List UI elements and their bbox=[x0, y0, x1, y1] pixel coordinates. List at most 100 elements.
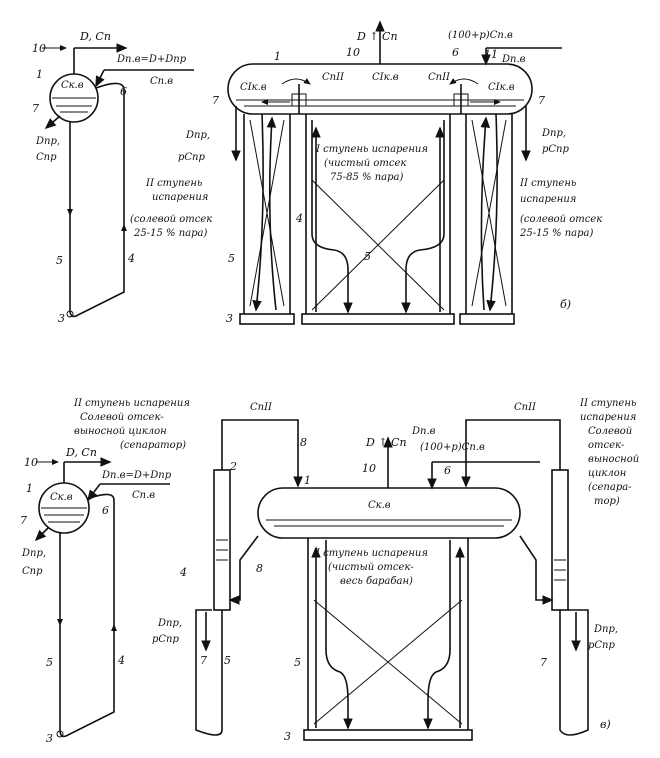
label-v-cpr: Cпр bbox=[22, 566, 43, 577]
label-b-stage1-2: (чистый отсек bbox=[324, 158, 406, 169]
label-b-7l: 7 bbox=[212, 94, 219, 107]
label-v-cp2-r: CпII bbox=[514, 402, 537, 413]
label-a-7: 7 bbox=[32, 102, 39, 115]
label-fig-v: в) bbox=[600, 718, 611, 731]
label-b-6: 6 bbox=[452, 46, 459, 59]
label-a-feed: Dп.в=D+Dпр bbox=[116, 54, 187, 65]
scheme-b: D ↑ Cп 10 (100+p)Cп.в 6 11 Dп.в 1 CIк.в … bbox=[130, 20, 602, 325]
scheme-v-main: Cк.в 1 D ↑ Cп 10 Dп.в (100+p)Cп.в 6 2 8 … bbox=[73, 398, 639, 743]
label-v-6: 6 bbox=[102, 504, 109, 517]
label-b-1: 1 bbox=[274, 50, 281, 63]
label-v-8l2: 8 bbox=[256, 562, 263, 575]
label-v-dpr: Dпр, bbox=[21, 548, 46, 559]
label-a-10: 10 bbox=[32, 42, 46, 55]
label-v-st2r-8: тор) bbox=[594, 496, 620, 507]
label-b-ckv-l: CIк.в bbox=[240, 82, 267, 93]
label-a-4: 4 bbox=[127, 252, 135, 265]
label-v-7: 7 bbox=[20, 514, 27, 527]
label-v-st2r-1: II ступень bbox=[579, 398, 636, 409]
label-b-st2l-4: 25-15 % пара) bbox=[133, 228, 207, 239]
label-v-d-cp: D, Cп bbox=[65, 446, 97, 459]
label-v-5l: 5 bbox=[224, 654, 231, 667]
label-v-2: 2 bbox=[229, 460, 237, 473]
label-b-dpr-r: Dпр, bbox=[541, 128, 566, 139]
label-b-st2r-3: (солевой отсек bbox=[520, 214, 602, 225]
label-v-1-main: 1 bbox=[304, 474, 311, 487]
label-v-pcpr-r: pCпр bbox=[588, 640, 615, 651]
label-b-5m: 5 bbox=[364, 250, 371, 263]
label-v-pcpr-l: pCпр bbox=[152, 634, 179, 645]
scheme-v-small: D, Cп 10 1 Dп.в=D+Dпр Cп.в 6 Cк.в 7 Dпр,… bbox=[20, 446, 172, 745]
label-v-dpr-r: Dпр, bbox=[593, 624, 618, 635]
label-a-1: 1 bbox=[36, 68, 43, 81]
label-v-ckv: Cк.в bbox=[50, 492, 73, 503]
label-v-7r: 7 bbox=[540, 656, 547, 669]
label-b-pcpr-r: pCпр bbox=[542, 144, 569, 155]
label-a-d-cp: D, Cп bbox=[79, 30, 111, 43]
label-v-4-main: 4 bbox=[179, 566, 187, 579]
label-b-4: 4 bbox=[295, 212, 303, 225]
label-b-st2l-1: II ступень bbox=[145, 178, 202, 189]
label-v-3: 3 bbox=[46, 732, 53, 745]
cyclone-right bbox=[551, 469, 569, 611]
label-b-st2r-4: 25-15 % пара) bbox=[519, 228, 593, 239]
label-b-stage1-3: 75-85 % пара) bbox=[330, 172, 403, 183]
label-b-feed: (100+p)Cп.в bbox=[448, 30, 513, 41]
label-a-6: 6 bbox=[120, 85, 127, 98]
label-b-dpr-l: Dпр, bbox=[185, 130, 210, 141]
label-v-1: 1 bbox=[26, 482, 33, 495]
label-a-ckv: Cк.в bbox=[61, 80, 84, 91]
label-a-5: 5 bbox=[56, 254, 63, 267]
drum-v bbox=[257, 487, 521, 539]
label-v-st2l-3: выносной циклон bbox=[74, 426, 167, 437]
label-v-st2l-4: (сепаратор) bbox=[120, 440, 186, 451]
label-v-stage1-2: (чистый отсек- bbox=[328, 562, 414, 573]
label-a-cpr: Cпр bbox=[36, 152, 57, 163]
label-a-3: 3 bbox=[58, 312, 65, 325]
label-v-st2r-2: испарения bbox=[580, 412, 636, 423]
label-v-dpv: Dп.в bbox=[411, 426, 436, 437]
label-v-cp2-l: CпII bbox=[250, 402, 273, 413]
label-v-6-main: 6 bbox=[444, 464, 451, 477]
label-v-5-main: 5 bbox=[294, 656, 301, 669]
label-b-pcpr-l: pCпр bbox=[178, 152, 205, 163]
label-v-cpv: Cп.в bbox=[132, 490, 155, 501]
label-a-dpr: Dпр, bbox=[35, 136, 60, 147]
label-v-dpr-l: Dпр, bbox=[157, 618, 182, 629]
label-v-8l: 8 bbox=[300, 436, 307, 449]
scheme-a: D, Cп 10 1 Dп.в=D+Dпр Cп.в 6 Cк.в 7 Dпр,… bbox=[32, 30, 194, 325]
label-b-st2l-2: испарения bbox=[152, 192, 208, 203]
label-v-10: 10 bbox=[24, 456, 38, 469]
label-a-cpv: Cп.в bbox=[150, 76, 173, 87]
label-v-st2r-5: выносной bbox=[588, 454, 639, 465]
label-b-cp2-r: CпII bbox=[428, 72, 451, 83]
label-v-st2r-7: (сепара- bbox=[588, 482, 632, 493]
label-b-cp2-l: CпII bbox=[322, 72, 345, 83]
label-v-ckv-main: Cк.в bbox=[368, 500, 391, 511]
label-b-3: 3 bbox=[226, 312, 233, 325]
label-v-st2r-6: циклон bbox=[588, 468, 626, 479]
label-v-d-main: D ↑ Cп bbox=[365, 436, 407, 449]
label-b-10: 10 bbox=[346, 46, 360, 59]
label-v-feed: Dп.в=D+Dпр bbox=[101, 470, 172, 481]
label-b-d-cp: D ↑ Cп bbox=[356, 30, 398, 43]
label-b-st2r-1: II ступень bbox=[519, 178, 576, 189]
label-b-dpv: Dп.в bbox=[501, 54, 526, 65]
label-b-ckv-m: CIк.в bbox=[372, 72, 399, 83]
label-b-11: 11 bbox=[484, 48, 498, 61]
label-v-st2l-2: Солевой отсек- bbox=[80, 412, 164, 423]
label-v-3-main: 3 bbox=[284, 730, 291, 743]
label-v-4: 4 bbox=[117, 654, 125, 667]
label-v-st2r-4: отсек- bbox=[588, 440, 625, 451]
label-b-ckv-r: CIк.в bbox=[488, 82, 515, 93]
label-v-st2r-3: Солевой bbox=[588, 426, 632, 437]
label-b-stage1-1: I ступень испарения bbox=[315, 144, 428, 155]
label-b-7r: 7 bbox=[538, 94, 545, 107]
label-v-feed-main: (100+p)Cп.в bbox=[420, 442, 485, 453]
label-fig-b: б) bbox=[560, 298, 571, 311]
label-b-st2l-3: (солевой отсек bbox=[130, 214, 212, 225]
label-v-st2l-1: II ступень испарения bbox=[73, 398, 190, 409]
label-v-7l: 7 bbox=[200, 654, 207, 667]
